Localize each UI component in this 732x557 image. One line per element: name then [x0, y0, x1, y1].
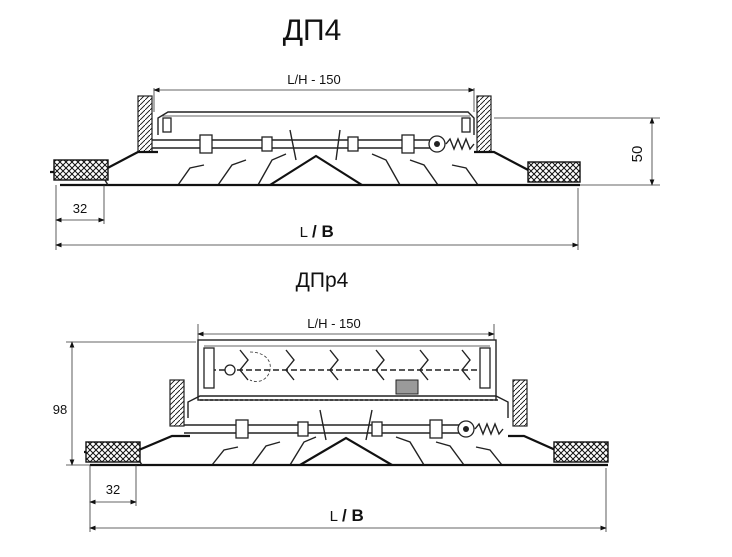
ceiling-wall-left [137, 95, 153, 153]
ceiling-tile-left [53, 159, 109, 181]
ceiling-wall-right [512, 379, 528, 427]
ceiling-wall-left [169, 379, 185, 427]
regulator-housing [197, 339, 498, 401]
ceiling-tile-right [527, 161, 581, 183]
damper-frame [157, 111, 475, 135]
overall-dimension: L / B [55, 188, 579, 250]
overall-dimension-prefix: L [330, 508, 338, 525]
height-dimension: 98 [53, 341, 196, 466]
control-rod [152, 134, 475, 154]
damper-frame [187, 395, 509, 418]
diagram-dpr4: ДПр4 L/H - 150 [53, 269, 609, 532]
control-rod [184, 419, 504, 439]
overall-dimension-bold: / B [342, 506, 364, 525]
diagram-title: ДПр4 [296, 269, 349, 292]
edge-dimension-label: 32 [106, 482, 120, 497]
ceiling-tile-left [85, 441, 141, 463]
diffuser-blades [177, 129, 479, 186]
overall-dimension-bold: / B [312, 222, 334, 241]
height-dimension-label: 98 [53, 402, 67, 417]
inner-dimension-label: L/H - 150 [307, 316, 360, 331]
ceiling-panel [84, 434, 608, 467]
diagram-dp4: ДП4 L/H - 150 [50, 14, 660, 250]
overall-dimension: L / B [89, 468, 607, 532]
edge-dimension: 32 [55, 185, 105, 224]
diffuser-blades [211, 409, 503, 466]
ceiling-tile-right [553, 441, 609, 463]
diagram-title: ДП4 [283, 14, 342, 47]
height-dimension-label: 50 [629, 146, 646, 163]
ceiling-wall-right [476, 95, 492, 153]
edge-dimension: 32 [89, 465, 137, 506]
height-dimension: 50 [494, 117, 660, 186]
inner-dimension: L/H - 150 [153, 72, 475, 112]
overall-dimension-prefix: L [300, 224, 308, 241]
inner-dimension-label: L/H - 150 [287, 72, 340, 87]
edge-dimension-label: 32 [73, 201, 87, 216]
